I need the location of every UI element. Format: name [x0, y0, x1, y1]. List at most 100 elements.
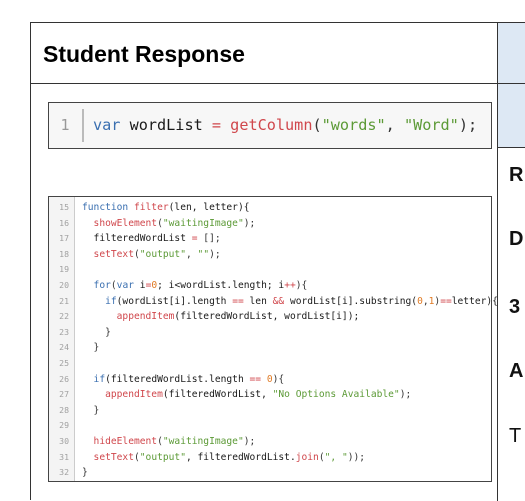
code-line: 24 }: [49, 340, 491, 356]
code-line: 16 showElement("waitingImage");: [49, 216, 491, 232]
code-token: (: [133, 248, 140, 260]
code-token: ++: [284, 279, 296, 291]
code-token: setText: [82, 451, 134, 463]
code-token: "": [197, 248, 210, 260]
header-cell: Student Response: [31, 23, 498, 84]
code-line: 19: [49, 262, 491, 278]
right-text-fragment: R: [509, 164, 524, 186]
line-number: 17: [59, 233, 69, 244]
code-token: (: [312, 116, 322, 134]
code-token: );: [458, 116, 478, 134]
code-token: (: [133, 451, 140, 463]
line-number: 26: [59, 373, 69, 384]
code-token: i: [139, 279, 146, 291]
code-token: (filteredWordList.length: [105, 373, 250, 385]
code-token: appendItem: [82, 311, 175, 323]
code-token: showElement: [82, 217, 158, 229]
code-token: (: [157, 217, 163, 229]
code-text: setText("output", "");: [82, 247, 221, 263]
right-text-fragment: A: [509, 360, 524, 382]
code-token: getColumn: [230, 116, 313, 134]
right-column: R D 3 A T: [498, 23, 525, 501]
line-number: 24: [59, 342, 69, 353]
line-number: 31: [59, 451, 69, 462]
code-token: ", ": [324, 451, 348, 463]
code-line: 27 appendItem(filteredWordList, "No Opti…: [49, 387, 491, 403]
right-text-fragment: T: [509, 425, 522, 447]
code-token: [];: [197, 233, 221, 245]
code-line: 29: [49, 418, 491, 434]
code-token: &&: [272, 295, 285, 307]
code-token: , filteredWordList.: [185, 451, 296, 463]
code-snippet-single-line: 1 var wordList = getColumn("words", "Wor…: [48, 102, 492, 149]
code-token: "waitingImage": [162, 435, 244, 447]
code-text: showElement("waitingImage");: [82, 216, 256, 232]
code-token: "Word": [403, 116, 459, 134]
code-token: ==: [249, 373, 262, 385]
response-table: Student Response 1 var wordList = getCol…: [30, 22, 525, 501]
code-token: appendItem: [82, 389, 163, 401]
page-title: Student Response: [43, 41, 245, 67]
code-token: ,: [385, 116, 404, 134]
code-token: }: [82, 404, 100, 416]
code-line: 26 if(filteredWordList.length == 0){: [49, 372, 491, 388]
code-text: if(wordList[i].length == len && wordList…: [82, 294, 498, 310]
code-token: );: [243, 435, 256, 447]
code-token: }: [82, 326, 111, 338]
gutter-divider: [74, 197, 75, 481]
code-line: 31 setText("output", filteredWordList.jo…: [49, 450, 491, 466]
line-number: 30: [59, 435, 69, 446]
code-token: );: [209, 248, 221, 260]
code-line: 28 }: [49, 403, 491, 419]
code-token: len: [243, 295, 273, 307]
code-token: "waitingImage": [162, 217, 244, 229]
code-token: 1: [428, 295, 435, 307]
code-token: setText: [82, 248, 134, 260]
code-token: hideElement: [82, 435, 158, 447]
line-number: 23: [59, 326, 69, 337]
code-line: 22 appendItem(filteredWordList, wordList…: [49, 309, 491, 325]
code-token: if: [82, 295, 117, 307]
right-subheader-cell: [498, 84, 525, 148]
code-token: );: [399, 389, 412, 401]
line-number: 19: [59, 264, 69, 275]
response-body-cell: 1 var wordList = getColumn("words", "Wor…: [31, 84, 498, 501]
code-text: }: [82, 465, 88, 481]
code-token: 0: [151, 279, 158, 291]
code-token: filter: [133, 202, 169, 213]
code-token: var: [93, 116, 130, 134]
line-number: 27: [59, 389, 69, 400]
code-text: }: [82, 340, 100, 356]
line-number-gutter: [49, 197, 74, 481]
code-line: 32}: [49, 465, 491, 481]
code-text: setText("output", filteredWordList.join(…: [82, 450, 366, 466]
line-number: 29: [59, 420, 69, 431]
code-token: "words": [321, 116, 386, 134]
code-token: if: [82, 373, 106, 385]
code-token: );: [243, 217, 256, 229]
code-token: (: [318, 451, 325, 463]
code-line: 18 setText("output", "");: [49, 247, 491, 263]
code-token: function: [82, 202, 134, 213]
line-number: 22: [59, 311, 69, 322]
code-text: }: [82, 403, 100, 419]
code-token: "No Options Available": [272, 389, 400, 401]
line-number: 16: [59, 217, 69, 228]
code-token: ): [434, 295, 441, 307]
code-token: for: [82, 279, 111, 291]
code-token: }: [82, 467, 88, 479]
right-header-cell: [498, 23, 525, 84]
line-number: 32: [59, 467, 69, 478]
code-token: ,: [185, 248, 198, 260]
code-line: 21 if(wordList[i].length == len && wordL…: [49, 294, 498, 310]
code-token: "output": [139, 451, 186, 463]
code-line: 20 for(var i=0; i<wordList.length; i++){: [49, 278, 491, 294]
code-token: (: [157, 435, 163, 447]
code-token: =: [191, 233, 198, 245]
right-text-fragment: D: [509, 228, 524, 250]
code-text: appendItem(filteredWordList, "No Options…: [82, 387, 411, 403]
code-token: ==: [440, 295, 452, 307]
